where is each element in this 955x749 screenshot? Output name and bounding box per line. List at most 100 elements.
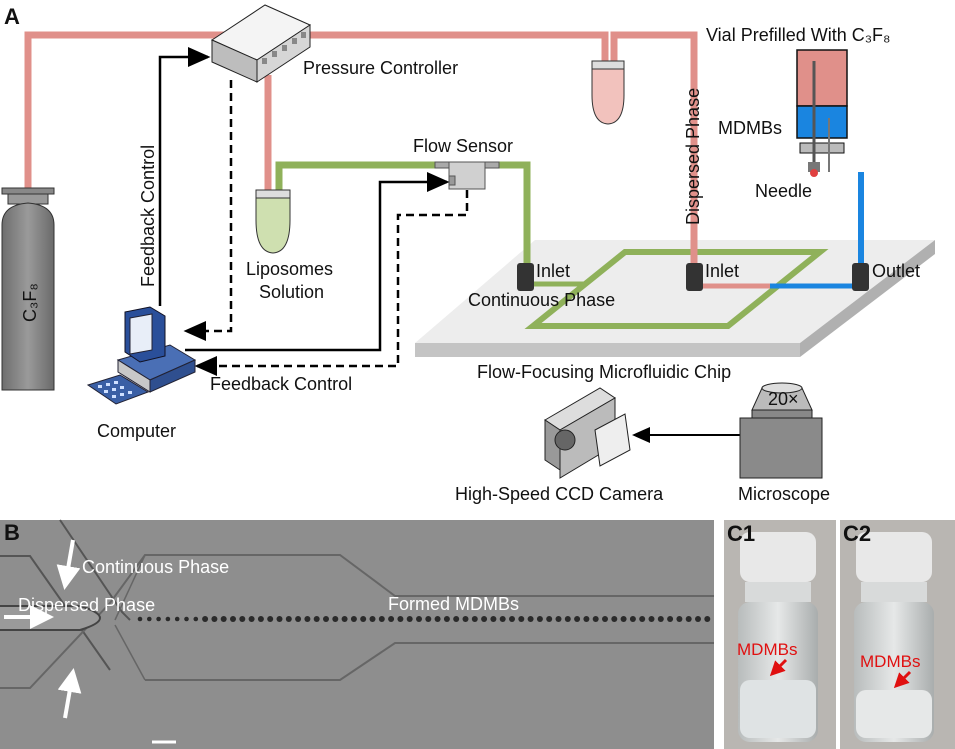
droplet (602, 616, 608, 622)
droplet (574, 616, 581, 622)
inlet-dispersed-port (686, 263, 703, 291)
pressure-controller-label: Pressure Controller (303, 58, 458, 78)
droplet (536, 616, 543, 622)
droplet (667, 616, 674, 622)
droplet (239, 616, 246, 622)
droplet-train (137, 616, 711, 622)
panel-label-b: B (4, 520, 20, 545)
droplet (583, 616, 590, 622)
feedback-control-vertical-label: Feedback Control (138, 145, 158, 287)
pink-tube-dispersed (610, 31, 698, 268)
feedback-arrow-to-flow-sensor (185, 172, 450, 352)
gas-cylinder-icon: C₃F₈ (1, 187, 55, 391)
droplet (657, 616, 664, 622)
dashed-arrow-controller-to-computer (183, 80, 233, 341)
droplet (202, 616, 209, 622)
objective-label: 20× (768, 389, 799, 409)
liposomes-label-line2: Solution (259, 282, 324, 302)
c1-mdmbs-label: MDMBs (737, 640, 797, 659)
droplet (518, 616, 525, 622)
droplet (369, 616, 376, 622)
chip-label: Flow-Focusing Microfluidic Chip (477, 362, 731, 382)
microscope-icon (739, 382, 823, 479)
droplet (620, 616, 627, 622)
panel-label-c2: C2 (843, 521, 871, 546)
continuous-arrow-top (56, 539, 81, 590)
micrograph-dispersed-label: Dispersed Phase (18, 595, 155, 615)
flow-sensor-label: Flow Sensor (413, 136, 513, 156)
droplet (323, 616, 329, 622)
needle-label: Needle (755, 181, 812, 201)
inlet-continuous-port (517, 263, 534, 291)
droplet (546, 616, 553, 622)
droplet (462, 616, 469, 622)
photo-c1 (724, 520, 836, 749)
feedback-control-horizontal-label: Feedback Control (210, 374, 352, 394)
droplet (509, 616, 515, 622)
droplet (704, 616, 711, 622)
droplet (443, 616, 450, 622)
chip-channel (524, 249, 829, 329)
droplet (220, 616, 227, 622)
outlet-label: Outlet (872, 261, 920, 281)
cylinder-label: C₃F₈ (20, 283, 40, 322)
droplet (295, 616, 302, 622)
droplet (341, 616, 348, 622)
inlet-dispersed-label: Inlet (705, 261, 739, 281)
droplet (564, 616, 571, 622)
outlet-port (852, 263, 869, 291)
c2-mdmbs-label: MDMBs (860, 652, 920, 671)
micrograph-formed-label: Formed MDMBs (388, 594, 519, 614)
droplet (425, 616, 432, 622)
droplet (137, 616, 143, 622)
droplet (639, 616, 646, 622)
vial-label: Vial Prefilled With C₃F₈ (706, 25, 891, 45)
droplet (184, 616, 189, 622)
droplet (685, 616, 692, 622)
droplet (230, 616, 236, 622)
micrograph-continuous-label: Continuous Phase (82, 557, 229, 577)
computer-icon (86, 306, 197, 405)
droplet (350, 616, 357, 622)
panel-label-c1: C1 (727, 521, 755, 546)
pink-tube-main (24, 31, 609, 192)
droplet (211, 616, 218, 622)
feedback-arrow-to-controller (158, 47, 211, 306)
droplet (248, 616, 255, 622)
droplet (174, 616, 180, 622)
continuous-phase-label: Continuous Phase (468, 290, 615, 310)
dispersed-phase-tube-icon (591, 60, 625, 125)
droplet (648, 616, 655, 622)
droplet (555, 616, 562, 622)
droplet (193, 616, 199, 622)
liposomes-tube-icon (255, 189, 291, 254)
droplet (304, 616, 311, 622)
droplet (611, 616, 618, 622)
droplet (453, 616, 460, 622)
droplet (378, 616, 385, 622)
droplet (481, 616, 488, 622)
camera-icon (544, 387, 631, 479)
droplet (499, 616, 506, 622)
droplet (406, 616, 413, 622)
droplet (147, 616, 152, 622)
droplet (165, 616, 171, 622)
droplet (388, 616, 395, 622)
droplet (592, 616, 599, 622)
photo-c2 (840, 520, 955, 749)
green-tube (275, 161, 531, 268)
microfluidic-chip (415, 240, 935, 357)
droplet (397, 616, 404, 622)
inlet-continuous-label: Inlet (536, 261, 570, 281)
computer-label: Computer (97, 421, 176, 441)
droplet (629, 616, 636, 622)
dashed-arrow-sensor-to-computer (194, 190, 469, 376)
droplet (332, 616, 339, 622)
droplet (527, 616, 534, 622)
droplet (360, 616, 367, 622)
microscope-label: Microscope (738, 484, 830, 504)
camera-label: High-Speed CCD Camera (455, 484, 664, 504)
droplet (285, 616, 292, 622)
panel-label-a: A (4, 4, 20, 29)
